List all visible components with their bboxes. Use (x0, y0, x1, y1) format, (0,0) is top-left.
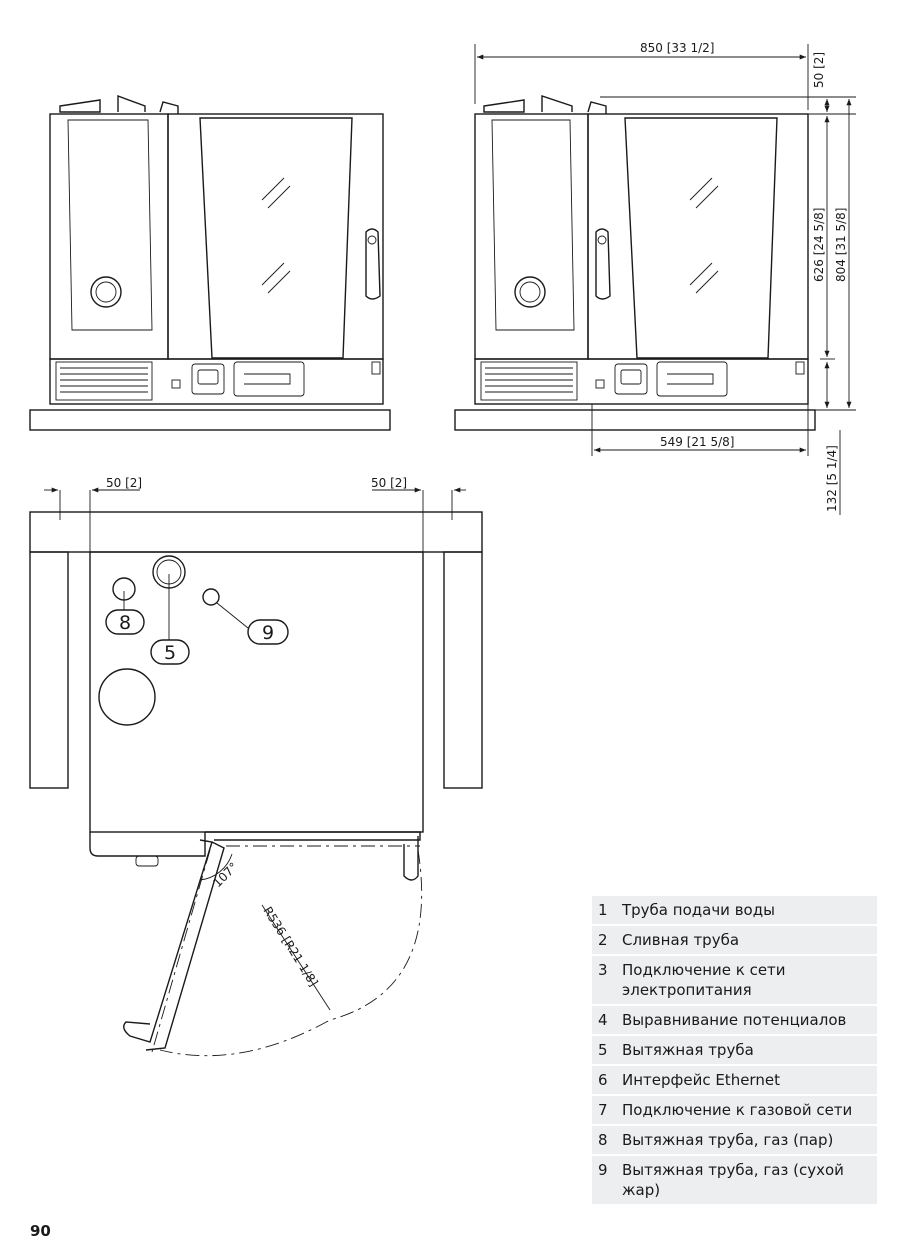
callout-9: 9 (262, 622, 274, 644)
dim-width: 850 [33 1/2] (640, 41, 714, 55)
dim-depth: 549 [21 5/8] (660, 435, 734, 449)
wall-right (443, 551, 483, 789)
floor-base (454, 409, 816, 431)
floor-base (29, 409, 391, 431)
oven-door-glass (624, 117, 778, 359)
control-knob (90, 276, 122, 308)
oven-door-glass (199, 117, 353, 359)
top-vent (59, 99, 101, 113)
door-handle (365, 228, 381, 300)
callout-8: 8 (119, 612, 131, 634)
wall-back (29, 511, 483, 553)
dim-door-radius: R536 [R21 1/8] (260, 904, 320, 989)
ventilation-grille (55, 361, 153, 401)
callout-5: 5 (164, 642, 176, 664)
top-view (29, 487, 483, 1057)
top-flue (117, 94, 146, 112)
round-connection (98, 668, 156, 726)
appliance-footprint (89, 551, 424, 833)
control-panel (474, 113, 589, 360)
dim-feet: 132 [5 1/4] (825, 445, 839, 512)
page-number: 90 (30, 1222, 51, 1240)
base-cabinet (474, 358, 809, 405)
dim-total-height: 804 [31 5/8] (834, 208, 848, 282)
front-view-left (29, 94, 391, 431)
control-panel-face (67, 119, 153, 331)
base-cabinet (49, 358, 384, 405)
dim-body-height: 626 [24 5/8] (812, 208, 826, 282)
dim-clearance-top: 50 [2] (812, 52, 826, 88)
exhaust-pipe-9 (202, 588, 220, 606)
front-view-right (454, 44, 856, 515)
dim-door-angle: 107° (210, 860, 240, 890)
oven-body (587, 113, 809, 360)
door-handle (595, 228, 611, 300)
dim-clearance-right: 50 [2] (371, 476, 407, 490)
control-knob (514, 276, 546, 308)
wall-left (29, 551, 69, 789)
dim-clearance-left: 50 [2] (106, 476, 142, 490)
